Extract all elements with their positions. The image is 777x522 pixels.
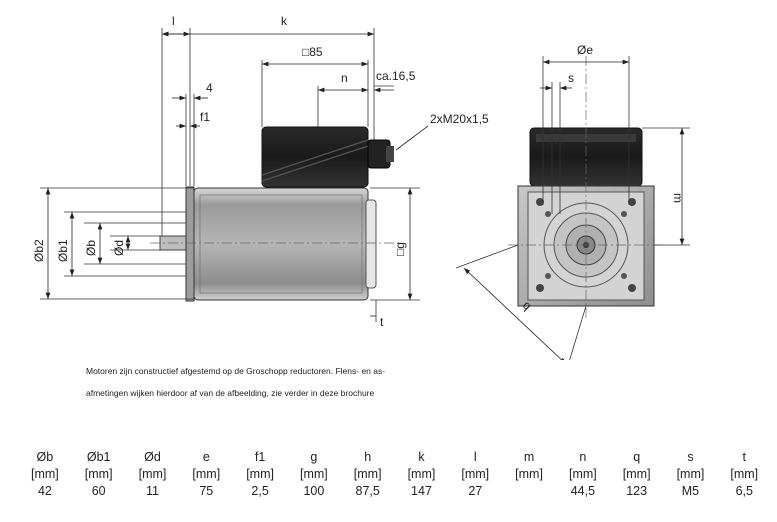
table-value-cell: M5 bbox=[681, 483, 700, 498]
table-unit-cell: [mm] bbox=[353, 466, 382, 481]
table-value-cell: 27 bbox=[468, 483, 483, 498]
table-unit-cell: [mm] bbox=[515, 466, 543, 481]
table-header-cell: Ød bbox=[144, 449, 161, 464]
dim-label-b1: Øb1 bbox=[56, 239, 70, 262]
table-unit-cell: [mm] bbox=[407, 466, 436, 481]
dim-label-t: t bbox=[380, 315, 384, 329]
table-header-row: Øb Øb1 Ød e f1 g h k l m n q s t bbox=[18, 448, 771, 465]
table-header-cell: Øb1 bbox=[86, 449, 111, 464]
motor-end-cap bbox=[365, 199, 377, 289]
table-header-cell: k bbox=[418, 449, 425, 464]
table-header-cell: f1 bbox=[254, 449, 266, 464]
table-unit-cell: [mm] bbox=[299, 466, 328, 481]
table-header-cell: l bbox=[473, 449, 477, 464]
dim-label-g: □g bbox=[393, 242, 407, 256]
table-value-cell: 147 bbox=[411, 483, 432, 498]
table-unit-cell: [mm] bbox=[622, 466, 651, 481]
table-unit-cell: [mm] bbox=[676, 466, 705, 481]
table-value-cell: 100 bbox=[303, 483, 325, 498]
table-value-cell: 123 bbox=[626, 483, 648, 498]
table-unit-cell: [mm] bbox=[192, 466, 221, 481]
dim-label-k: k bbox=[281, 14, 288, 28]
table-value-cell: 6,5 bbox=[735, 483, 753, 498]
table-value-cell: 42 bbox=[37, 483, 52, 498]
dim-label-d: Ød bbox=[112, 240, 126, 256]
table-value-cell: 44,5 bbox=[570, 483, 596, 498]
table-header-cell: t bbox=[742, 449, 746, 464]
table-header-cell: h bbox=[364, 449, 372, 464]
dim-label-m20: 2xM20x1,5 bbox=[430, 112, 489, 126]
dim-label-ca: ca.16,5 bbox=[376, 69, 416, 83]
table-value-row: 42 60 11 75 2,5 100 87,5 147 27 44,5 123 M5 6,5 bbox=[18, 482, 771, 499]
dim-label-4: 4 bbox=[206, 81, 213, 95]
front-view: Øe s m q bbox=[455, 43, 690, 360]
dim-label-f1: f1 bbox=[200, 110, 210, 124]
table-unit-cell: [mm] bbox=[461, 466, 490, 481]
table-value-cell: 11 bbox=[146, 483, 159, 498]
dim-label-b2: Øb2 bbox=[32, 239, 46, 262]
note-line-2: afmetingen wijken hierdoor af van de afb… bbox=[86, 388, 375, 398]
table-header-cell: q bbox=[633, 449, 641, 464]
dim-label-l: l bbox=[172, 14, 175, 28]
dim-label-b: Øb bbox=[84, 240, 98, 256]
table-value-cell bbox=[502, 482, 556, 499]
note-line-1: Motoren zijn constructief afgestemd op d… bbox=[86, 366, 386, 376]
table-header-cell: Øb bbox=[36, 449, 54, 464]
table-value-cell: 2,5 bbox=[251, 483, 269, 498]
table-unit-cell: [mm] bbox=[84, 466, 113, 481]
table-header-cell: e bbox=[202, 449, 210, 464]
dim-label-e: Øe bbox=[577, 43, 593, 57]
dim-label-m: m bbox=[671, 193, 685, 203]
technical-drawing: l k □85 n ca.16,5 4 f1 2xM20x1,5 Øb2 Øb1… bbox=[32, 14, 690, 360]
table-unit-cell: [mm] bbox=[730, 466, 759, 481]
table-header-cell: m bbox=[523, 449, 535, 464]
table-value-cell: 87,5 bbox=[355, 483, 380, 498]
table-header-cell: g bbox=[310, 449, 318, 464]
dim-label-sq85: □85 bbox=[302, 45, 323, 59]
table-value-cell: 75 bbox=[199, 483, 214, 498]
dim-label-n: n bbox=[341, 71, 348, 85]
motor-body bbox=[193, 187, 369, 301]
side-view: l k □85 n ca.16,5 4 f1 2xM20x1,5 Øb2 Øb1… bbox=[32, 14, 489, 329]
table-unit-cell: [mm] bbox=[568, 466, 597, 481]
table-header-cell: s bbox=[687, 449, 694, 464]
dim-label-s: s bbox=[568, 71, 574, 85]
table-unit-cell: [mm] bbox=[246, 466, 274, 481]
table-unit-cell: [mm] bbox=[31, 466, 59, 481]
motor-flange bbox=[185, 186, 195, 302]
table-unit-row: [mm] [mm] [mm] [mm] [mm] [mm] [mm] [mm] [mm] [mm]… bbox=[18, 465, 771, 482]
table-value-cell: 60 bbox=[91, 483, 106, 498]
table-header-cell: n bbox=[579, 449, 587, 464]
table-unit-cell: [mm] bbox=[138, 466, 167, 481]
